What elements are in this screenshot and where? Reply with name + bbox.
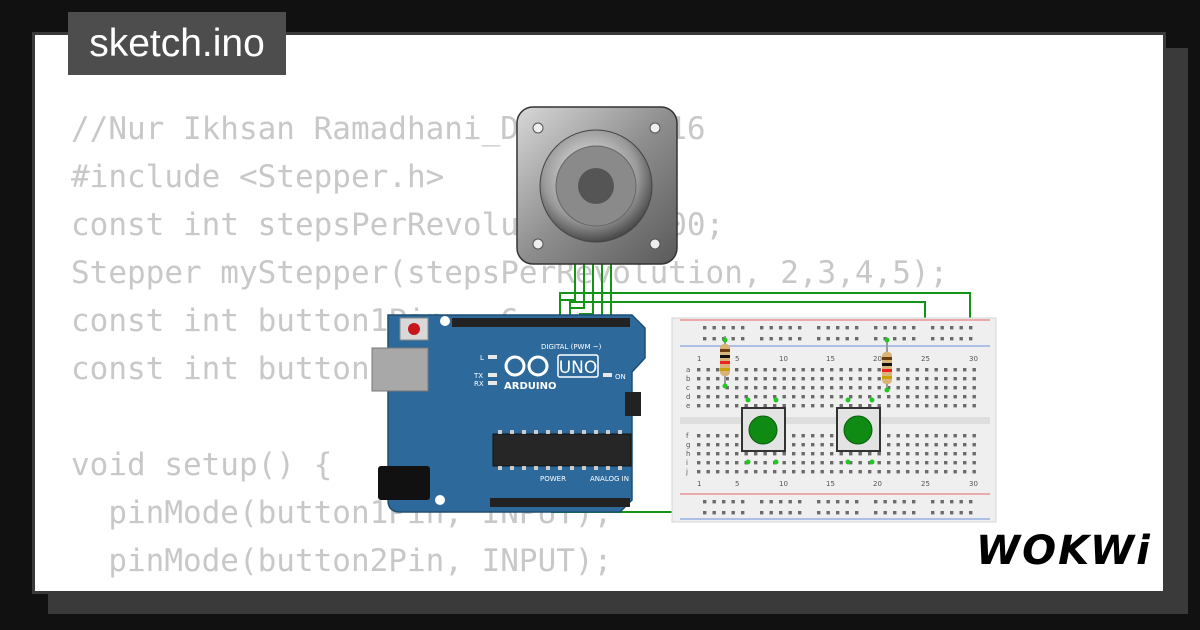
- digital-header: [452, 318, 630, 327]
- arduino-uno-board[interactable]: UNO ARDUINO DIGITAL (PWM ~) POWER ANALOG…: [371, 314, 646, 513]
- power-jack: [378, 466, 430, 500]
- microcontroller-chip: [492, 433, 632, 467]
- bb-col-label: 10: [779, 480, 788, 488]
- bb-col-label: 30: [969, 480, 978, 488]
- bb-col-label: 1: [697, 355, 701, 363]
- digital-header-label: DIGITAL (PWM ~): [541, 343, 602, 351]
- usb-port: [371, 347, 429, 392]
- bb-col-label: 15: [826, 355, 835, 363]
- bb-row-label: b: [686, 375, 691, 383]
- power-analog-header: [490, 498, 630, 507]
- code-preview: //Nur Ikhsan Ramadhani_D1041211016 #incl…: [71, 105, 948, 591]
- bb-col-label: 5: [735, 480, 739, 488]
- rx-led-label: RX: [474, 380, 484, 388]
- power-header-label: POWER: [540, 475, 566, 483]
- bb-row-label: c: [686, 384, 690, 392]
- code-line: #include <Stepper.h>: [71, 159, 445, 195]
- bb-col-label: 20: [873, 480, 882, 488]
- l-led-label: L: [480, 354, 484, 362]
- connection-points: [722, 337, 890, 465]
- resistor-2[interactable]: [882, 340, 892, 388]
- resistor-1[interactable]: [720, 336, 730, 384]
- on-led-label: ON: [615, 373, 626, 381]
- bb-col-label: 25: [921, 480, 930, 488]
- tx-led-label: TX: [473, 372, 483, 380]
- breadboard-col-labels: 1 5 10 15 20 25 30 1 5 10 15 20 25 30: [697, 355, 978, 488]
- bb-col-label: 10: [779, 355, 788, 363]
- pushbutton-1[interactable]: [741, 407, 786, 452]
- arduino-model-label: UNO: [559, 358, 598, 378]
- bb-row-label: i: [686, 459, 688, 467]
- bb-row-label: e: [686, 402, 690, 410]
- bb-col-label: 5: [735, 355, 739, 363]
- bb-col-label: 30: [969, 355, 978, 363]
- bb-col-label: 20: [873, 355, 882, 363]
- code-line: pinMode(button2Pin, INPUT);: [71, 543, 613, 579]
- arduino-logo: [504, 355, 549, 377]
- bb-row-label: d: [686, 393, 690, 401]
- bb-col-label: 15: [826, 480, 835, 488]
- bb-row-label: h: [686, 450, 690, 458]
- bb-row-label: a: [686, 366, 690, 374]
- breadboard-holes: [697, 326, 976, 515]
- icsp-header: [625, 392, 641, 416]
- bb-row-label: f: [686, 432, 689, 440]
- bb-row-label: g: [686, 441, 690, 449]
- breadboard-row-labels: a b c d e f g h i j: [685, 366, 691, 476]
- code-line: void setup() {: [71, 447, 333, 483]
- stepper-motor[interactable]: [516, 106, 678, 265]
- breadboard[interactable]: 1 5 10 15 20 25 30 1 5 10 15 20 25 30 a …: [671, 317, 997, 523]
- bb-col-label: 25: [921, 355, 930, 363]
- arduino-brand-label: ARDUINO: [504, 381, 556, 392]
- pushbutton-2[interactable]: [836, 407, 881, 452]
- analog-header-label: ANALOG IN: [590, 475, 629, 483]
- wokwi-logo: WOKWi: [976, 528, 1152, 574]
- bb-col-label: 1: [697, 480, 701, 488]
- sketch-filename-badge[interactable]: sketch.ino: [68, 12, 286, 75]
- bb-row-label: j: [685, 468, 688, 476]
